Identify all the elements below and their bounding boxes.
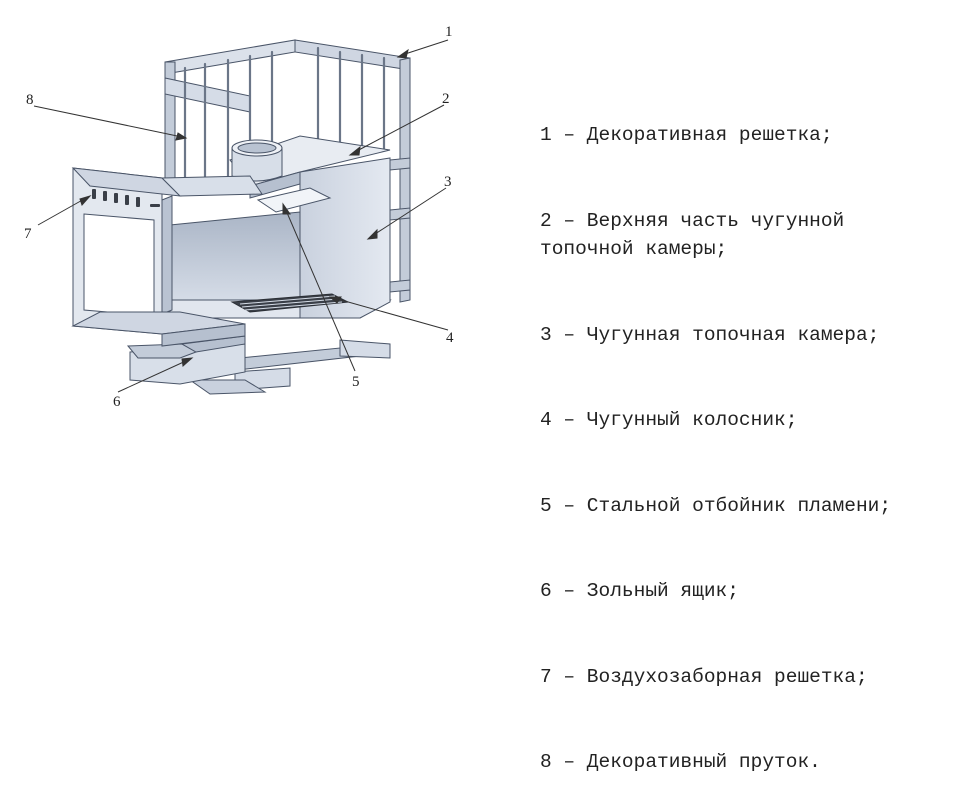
legend-item-8: 8 – Декоративный пруток. [540, 751, 821, 773]
callout-1: 1 [445, 24, 453, 40]
legend-item-5: 5 – Стальной отбойник пламени; [540, 494, 892, 517]
callout-numbers: 1 2 3 4 5 6 7 8 [24, 24, 454, 410]
stove-diagram: 1 2 3 4 5 6 7 8 [24, 24, 454, 410]
legend-item-2: 2 – Верхняя часть чугунной топочной каме… [540, 209, 845, 261]
legend-item-6: 6 – Зольный ящик; [540, 580, 739, 602]
chimney-collar [231, 139, 283, 182]
decorative-rods [183, 46, 386, 188]
ash-drawer [126, 335, 246, 385]
legend-item-1: 1 – Декоративная решетка; [540, 124, 833, 146]
legend-item-7: 7 – Воздухозаборная решетка; [540, 665, 868, 688]
callout-lines [33, 39, 449, 393]
callout-7: 7 [24, 226, 32, 242]
legend-item-4: 4 – Чугунный колосник; [540, 409, 798, 431]
callout-8: 8 [26, 92, 34, 108]
legend-item-3: 3 – Чугунная топочная камера; [540, 323, 880, 346]
front-frame [71, 167, 263, 347]
callout-5: 5 [352, 374, 360, 390]
air-intake-slots [92, 189, 160, 207]
decorative-grille [164, 39, 411, 303]
callout-4: 4 [446, 330, 454, 346]
callout-2: 2 [442, 91, 450, 107]
legend: 1 – Декоративная решетка; 2 – Верхняя ча… [540, 64, 970, 805]
stand [188, 339, 391, 395]
callout-6: 6 [113, 394, 121, 410]
callout-3: 3 [444, 174, 452, 190]
